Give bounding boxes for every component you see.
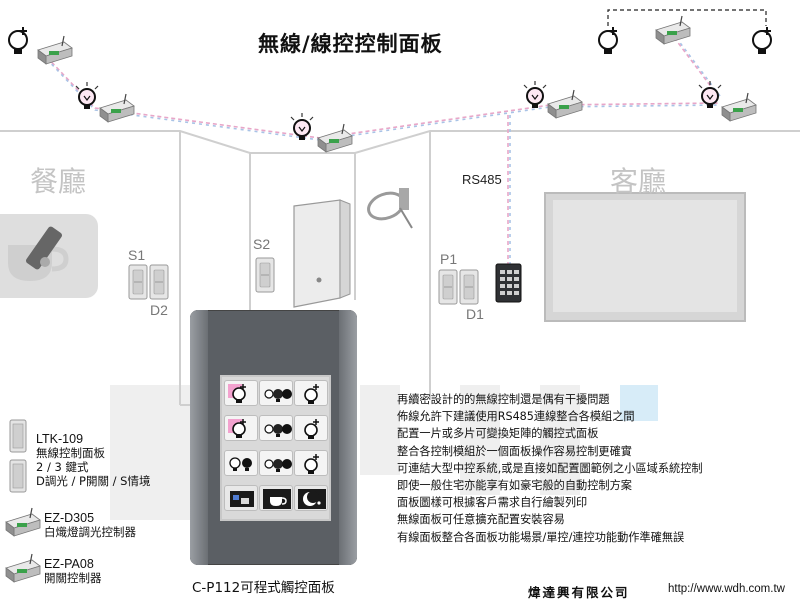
ez-pa08-module	[547, 89, 583, 119]
wall-lamp-icon	[367, 188, 413, 229]
scene-picture-icon[interactable]	[224, 485, 258, 511]
feature-line: 無線面板可任意擴充配置安裝容易	[397, 513, 565, 527]
label-s2: S2	[253, 236, 271, 252]
living-room-tv	[544, 192, 746, 322]
switch-d1	[459, 269, 479, 305]
panel-caption: C-P112可程式觸控面板	[192, 580, 335, 596]
bulb-plus-icon[interactable]	[294, 380, 328, 406]
company-url: http://www.wdh.com.tw	[668, 583, 785, 595]
legend-desc: 開關控制器	[44, 571, 102, 585]
dining-decoration	[0, 214, 98, 298]
label-s1: S1	[128, 247, 146, 263]
bulb-pink-icon[interactable]	[224, 380, 258, 406]
bulb-plus-icon[interactable]	[294, 415, 328, 441]
room-label-dining: 餐廳	[30, 165, 87, 198]
scene-link-dashed	[607, 9, 767, 26]
feature-list: 再續密設計的的無線控制還是偶有干擾問題 佈線允許下建議使用RS485連線整合各模…	[397, 391, 797, 546]
ez-pa08-module	[721, 92, 757, 122]
company-name: 煒達興有限公司	[528, 585, 630, 600]
rs485-cable	[507, 115, 511, 264]
bulb-glow-icon	[698, 80, 722, 109]
moon-star-icon[interactable]	[294, 485, 328, 511]
feature-line: 有線面板整合各面板功能場景/單控/連控功能動作準確無誤	[397, 530, 685, 544]
legend-code: EZ-PA08	[44, 557, 94, 571]
feature-line: 佈線允許下建議使用RS485連線整合各模組之間	[397, 410, 635, 424]
switch-s1-right	[149, 264, 169, 300]
touch-panel-c-p112	[190, 310, 357, 565]
label-p1: P1	[440, 251, 458, 267]
door	[293, 199, 351, 308]
room-label-living: 客廳	[610, 165, 667, 198]
dimmer-bulbs-icon[interactable]	[259, 380, 293, 406]
ez-d305-module	[37, 35, 73, 65]
ez-d305-module	[655, 15, 691, 45]
switch-s1-left	[128, 264, 148, 300]
switch-p1	[438, 269, 458, 305]
label-d2: D2	[150, 302, 168, 318]
dimmer-bulbs-icon[interactable]	[259, 450, 293, 476]
touch-panel-screen	[220, 375, 331, 521]
bulb-glow-icon	[523, 80, 547, 109]
bulb-glow-icon	[75, 81, 99, 110]
bulb-plus-icon	[598, 26, 618, 55]
label-rs485: RS485	[462, 172, 502, 187]
feature-line: 可連結大型中控系統,或是直接如配置圖範例之小區域系統控制	[397, 461, 703, 475]
feature-line: 面板圖樣可根據客戶需求自行繪製列印	[397, 496, 588, 510]
legend-desc: 2 / 3 鍵式	[36, 460, 89, 474]
legend-ez-pa08-icon	[5, 553, 41, 583]
ez-pa08-module	[99, 93, 135, 123]
switch-s2	[255, 257, 275, 293]
bulb-plus-icon	[752, 26, 772, 55]
bulb-plus-icon[interactable]	[294, 450, 328, 476]
bulb-pair-icon[interactable]	[224, 450, 258, 476]
legend-code: EZ-D305	[44, 511, 95, 525]
dimmer-bulbs-icon[interactable]	[259, 415, 293, 441]
label-d1: D1	[466, 306, 484, 322]
diagram-title: 無線/線控控制面板	[258, 32, 443, 56]
feature-line: 即使一般住宅亦能享有如豪宅般的自動控制方案	[397, 479, 632, 493]
legend-desc: D調光 / P開關 / S情境	[36, 474, 151, 488]
bulb-glow-icon	[290, 112, 314, 141]
coffee-cup-icon[interactable]	[259, 485, 293, 511]
legend-desc: 無線控制面板	[36, 446, 105, 460]
watermark	[110, 385, 580, 520]
bulb-pink-icon[interactable]	[224, 415, 258, 441]
feature-line: 整合各控制模組於一個面板操作容易控制更確實	[397, 444, 632, 458]
watermark-blue-block	[620, 385, 658, 421]
ez-pa08-module	[317, 123, 353, 153]
rs485-keypad	[495, 263, 522, 303]
legend-desc: 白熾燈調光控制器	[44, 525, 136, 539]
feature-line: 再續密設計的的無線控制還是偶有干擾問題	[397, 393, 610, 406]
legend-code: LTK-109	[36, 432, 84, 446]
bulb-plus-icon	[8, 26, 28, 55]
legend-ez-d305-icon	[5, 507, 41, 537]
feature-line: 配置一片或多片可變換矩陣的觸控式面板	[397, 427, 599, 441]
